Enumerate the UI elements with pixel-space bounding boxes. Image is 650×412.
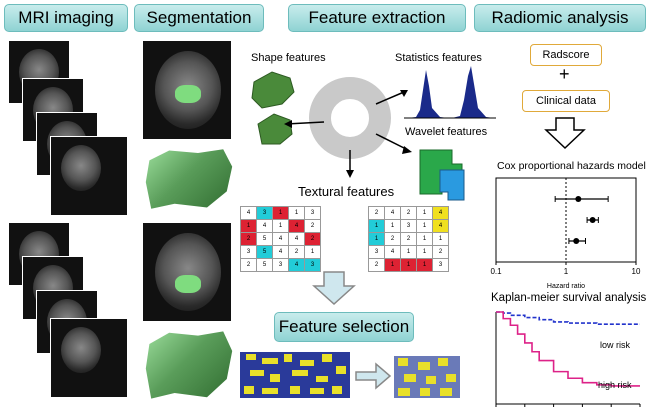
grid-cell: 3 — [272, 258, 289, 272]
grid-cell: 3 — [304, 258, 321, 272]
grid-cell: 2 — [384, 232, 401, 246]
x-tick-label: 10 — [632, 267, 641, 276]
mri-slice — [50, 318, 128, 398]
grid-cell: 1 — [240, 219, 257, 233]
cox-title: Cox proportional hazards model — [497, 160, 646, 172]
histogram — [408, 70, 448, 118]
statistics-features-label: Statistics features — [395, 52, 482, 64]
grid-cell: 4 — [432, 219, 449, 233]
grid-cell: 2 — [400, 232, 417, 246]
high-risk-label: high risk — [598, 380, 632, 390]
roi-mask — [175, 85, 201, 103]
wavelet-shape — [439, 169, 465, 201]
grid-cell: 4 — [288, 232, 305, 246]
roi-mask — [175, 275, 201, 293]
grid-cell: 1 — [416, 232, 433, 246]
textural-features-label: Textural features — [298, 184, 395, 199]
grid-cell: 2 — [368, 206, 385, 220]
grid-cell: 5 — [256, 245, 273, 259]
grid-cell: 3 — [368, 245, 385, 259]
km-series-line — [496, 311, 640, 387]
header-segmentation: Segmentation — [134, 4, 264, 32]
grid-cell: 4 — [384, 245, 401, 259]
grid-cell: 3 — [256, 206, 273, 220]
segmentation-slice-bottom — [142, 222, 232, 322]
grid-cell: 4 — [288, 258, 305, 272]
shape-features-label: Shape features — [251, 52, 326, 64]
grid-cell: 2 — [368, 258, 385, 272]
grid-cell: 2 — [240, 232, 257, 246]
km-series-line — [496, 311, 640, 325]
grid-cell: 5 — [256, 232, 273, 246]
hollow-down-arrow — [544, 117, 586, 150]
x-axis-label: Hazard ratio — [547, 283, 585, 290]
grid-cell: 2 — [288, 245, 305, 259]
header-feature-extraction: Feature extraction — [288, 4, 466, 32]
x-tick-label: 0.1 — [490, 267, 502, 276]
segmentation-slice-top — [142, 40, 232, 140]
wavelet-features-label: Wavelet features — [405, 126, 488, 138]
histogram — [452, 66, 494, 118]
grid-cell: 2 — [240, 258, 257, 272]
grid-cell: 2 — [304, 219, 321, 233]
feature-ring — [309, 77, 391, 159]
grid-cell: 1 — [368, 232, 385, 246]
grid-cell: 5 — [256, 258, 273, 272]
grid-cell: 2 — [304, 232, 321, 246]
shape-feature-blob — [257, 113, 293, 145]
header-radiomic-analysis: Radiomic analysis — [474, 4, 646, 32]
km-title: Kaplan-meier survival analysis — [491, 292, 647, 304]
km-curve-plot: low risk high risk — [495, 311, 641, 407]
down-arrow — [312, 271, 356, 306]
grid-cell: 4 — [384, 206, 401, 220]
header-mri-imaging: MRI imaging — [4, 4, 128, 32]
shape-feature-blob — [251, 71, 295, 109]
low-risk-label: low risk — [600, 340, 631, 350]
grid-cell: 4 — [288, 219, 305, 233]
heatmap-right — [394, 356, 460, 398]
grid-cell: 1 — [416, 245, 433, 259]
grid-cell: 3 — [400, 219, 417, 233]
mri-slice — [50, 136, 128, 216]
hazard-point — [573, 238, 580, 244]
grid-cell: 4 — [240, 206, 257, 220]
grid-cell: 1 — [432, 232, 449, 246]
grid-cell: 4 — [432, 206, 449, 220]
clinical-data-box: Clinical data — [522, 90, 610, 112]
grid-cell: 1 — [272, 219, 289, 233]
grid-cell: 3 — [240, 245, 257, 259]
radscore-box: Radscore — [530, 44, 602, 66]
heatmap-left — [240, 352, 350, 398]
grid-cell: 1 — [368, 219, 385, 233]
grid-cell: 2 — [432, 245, 449, 259]
grid-cell: 1 — [400, 245, 417, 259]
plus-sign: + — [559, 64, 570, 84]
right-arrow — [355, 362, 392, 390]
grid-cell: 4 — [272, 245, 289, 259]
grid-cell: 3 — [432, 258, 449, 272]
grid-cell: 1 — [400, 258, 417, 272]
grid-cell: 1 — [416, 258, 433, 272]
grid-cell: 3 — [304, 206, 321, 220]
grid-cell: 1 — [416, 206, 433, 220]
x-tick-label: 1 — [564, 267, 569, 276]
grid-cell: 1 — [288, 206, 305, 220]
grid-cell: 1 — [384, 258, 401, 272]
grid-cell: 4 — [272, 232, 289, 246]
grid-cell: 1 — [272, 206, 289, 220]
grid-cell: 1 — [304, 245, 321, 259]
hazard-point — [589, 217, 596, 223]
hazard-point — [575, 196, 582, 202]
grid-cell: 1 — [384, 219, 401, 233]
grid-cell: 2 — [400, 206, 417, 220]
feature-selection-label: Feature selection — [274, 312, 414, 342]
grid-cell: 1 — [416, 219, 433, 233]
grid-cell: 4 — [256, 219, 273, 233]
